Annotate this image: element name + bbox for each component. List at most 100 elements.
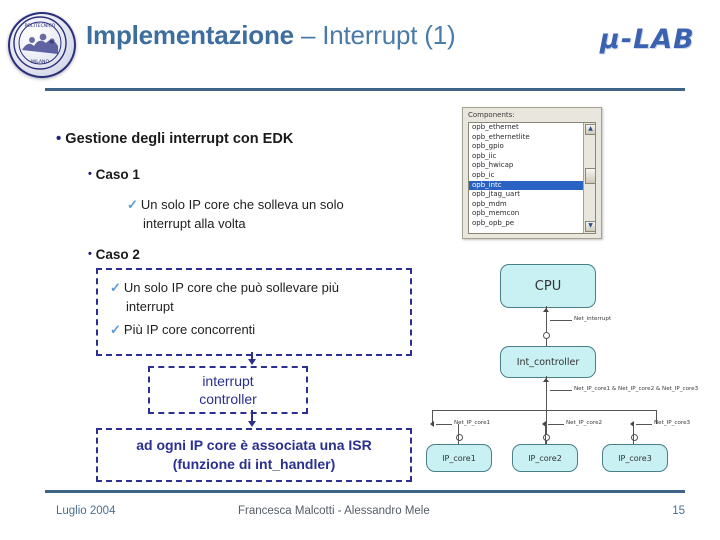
caso2-description-2: ✓Più IP core concorrenti [110, 320, 402, 339]
footer-date: Luglio 2004 [56, 505, 116, 517]
check-icon: ✓ [110, 280, 121, 295]
net-label-ip-core1: Net_IP_core1 [454, 420, 491, 426]
caso2-description: ✓Un solo IP core che può sollevare più i… [110, 278, 402, 316]
interrupt-controller-text: interrupt controller [199, 372, 257, 408]
list-item-selected[interactable]: opb_intc [469, 180, 595, 191]
list-item[interactable]: opb_iic [472, 151, 497, 160]
footer-page-number: 15 [672, 505, 685, 517]
wire-net-ip2-stub [548, 424, 564, 425]
diagram-block-ip-core2: IP_core2 [512, 444, 578, 472]
bullet-level2-caso2: • Caso 2 [88, 247, 140, 262]
caso2-dashed-box: ✓Un solo IP core che può sollevare più i… [96, 268, 412, 356]
wire-horizontal-bus [432, 410, 656, 411]
wire-net-interrupt-stub [550, 320, 572, 321]
isr-line1: ad ogni IP core è associata una ISR [136, 437, 372, 453]
page-title-sub: Interrupt (1) [322, 20, 456, 50]
wire-ip3-up [633, 424, 634, 444]
caso1-text-line1: Un solo IP core che solleva un solo [140, 197, 344, 212]
page-title: Implementazione – Interrupt (1) [86, 20, 456, 51]
scroll-down-icon[interactable]: ▼ [585, 221, 595, 232]
bullet-glyph: • [56, 130, 62, 147]
flow-arrowhead-1 [248, 359, 256, 365]
flow-arrowhead-2 [248, 421, 256, 427]
net-label-bus: Net_IP_core1 & Net_IP_core2 & Net_IP_cor… [574, 386, 699, 392]
header-divider [45, 88, 685, 91]
isr-note-text: ad ogni IP core è associata una ISR (fun… [136, 436, 372, 474]
pin-icon [631, 434, 638, 441]
arrow-into-cpu [543, 308, 549, 312]
wire-ip2-up [545, 424, 546, 444]
wire-drop-1 [432, 410, 433, 424]
caso2-text-line3: Più IP core concorrenti [123, 322, 256, 337]
isr-line2: (funzione di int_handler) [172, 456, 336, 472]
caso2-text-line1: Un solo IP core che può sollevare più [123, 280, 340, 295]
list-item[interactable]: opb_ethernetlite [472, 132, 530, 141]
list-scrollbar[interactable]: ▲ ▼ [583, 123, 595, 233]
diagram-block-label: Int_controller [516, 356, 580, 368]
page-title-main: Implementazione [86, 20, 294, 50]
svg-text:POLITECNICO: POLITECNICO [25, 23, 56, 29]
scroll-up-icon[interactable]: ▲ [585, 124, 595, 135]
list-item[interactable]: opb_gpio [472, 142, 504, 151]
footer-divider [45, 490, 685, 493]
wire-net-ip3-stub [636, 424, 652, 425]
wire-drop-3 [656, 410, 657, 424]
caso2-text-line2: interrupt [126, 299, 174, 314]
flow-connector-1 [251, 352, 253, 362]
list-item[interactable]: opb_hwicap [472, 161, 514, 170]
intc-line1: interrupt [202, 373, 254, 389]
check-icon: ✓ [110, 322, 121, 337]
list-item[interactable]: opb_ic [472, 170, 495, 179]
diagram-block-label: IP_core3 [618, 453, 652, 463]
flow-connector-2 [251, 410, 253, 424]
bullet-glyph: • [88, 248, 92, 260]
edk-components-panel[interactable]: Components: opb_ethernet opb_ethernetlit… [462, 107, 602, 239]
components-list[interactable]: opb_ethernet opb_ethernetlite opb_gpio o… [468, 122, 596, 234]
pin-icon [543, 434, 550, 441]
net-label-ip-core3: Net_IP_core3 [654, 420, 691, 426]
arrow-net-ip2 [542, 421, 546, 427]
diagram-block-label: IP_core2 [528, 453, 562, 463]
pin-icon [456, 434, 463, 441]
net-label-interrupt: Net_interrupt [574, 316, 612, 322]
intc-line2: controller [199, 391, 257, 407]
mulab-logo: μ-LAB [600, 18, 710, 62]
diagram-block-ip-core3: IP_core3 [602, 444, 668, 472]
scrollbar-thumb[interactable] [585, 168, 595, 184]
arrow-into-intc [543, 378, 549, 382]
university-seal-icon: POLITECNICO MILANO [8, 12, 76, 78]
isr-note-box: ad ogni IP core è associata una ISR (fun… [96, 428, 412, 482]
components-label: Components: [468, 111, 515, 119]
diagram-block-ip-core1: IP_core1 [426, 444, 492, 472]
caso1-description: ✓Un solo IP core che solleva un solo int… [127, 195, 395, 233]
arrow-net-ip1 [430, 421, 434, 427]
page-title-separator: – [293, 20, 323, 50]
wire-net-ip1-stub [436, 424, 452, 425]
diagram-block-label: CPU [534, 278, 562, 294]
footer-authors: Francesca Malcotti - Alessandro Mele [238, 505, 430, 517]
wire-net-bus-stub [550, 390, 572, 391]
diagram-block-label: IP_core1 [442, 453, 476, 463]
svg-text:MILANO: MILANO [31, 59, 50, 65]
mulab-logo-text: μ-LAB [600, 24, 695, 55]
diagram-block-cpu: CPU [500, 264, 596, 308]
check-icon: ✓ [127, 197, 138, 212]
list-item[interactable]: opb_opb_pe [472, 218, 515, 227]
wire-ip1-up [458, 424, 459, 444]
caso2-label: Caso 2 [95, 247, 140, 262]
list-item[interactable]: opb_ethernet [472, 123, 519, 131]
interrupt-controller-box: interrupt controller [148, 366, 308, 414]
list-item[interactable]: opb_jtag_uart [472, 190, 520, 199]
interrupt-block-diagram: CPU Net_interrupt Int_controller Net_IP_… [412, 258, 720, 486]
bullet-level1-gestione: • Gestione degli interrupt con EDK [56, 130, 293, 147]
caso1-label: Caso 1 [95, 167, 140, 182]
caso1-text-line2: interrupt alla volta [143, 216, 246, 231]
list-item[interactable]: opb_mdm [472, 199, 507, 208]
bullet-level2-caso1: • Caso 1 [88, 167, 140, 182]
bullet-level1-label: Gestione degli interrupt con EDK [65, 131, 294, 147]
net-label-ip-core2: Net_IP_core2 [566, 420, 603, 426]
bullet-glyph: • [88, 168, 92, 180]
list-item[interactable]: opb_memcon [472, 209, 520, 218]
arrow-net-ip3 [630, 421, 634, 427]
